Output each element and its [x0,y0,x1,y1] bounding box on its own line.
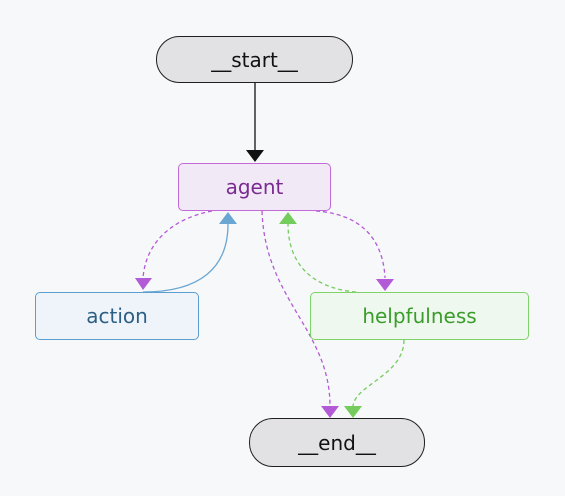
node-action-label: action [86,304,148,328]
edge-agent-action [142,210,213,279]
arrowhead-action-agent [219,212,237,224]
arrowhead-start-agent [246,150,264,162]
arrowhead-agent-action [135,278,152,290]
arrowhead-agent-helpfulness [376,279,394,291]
node-agent[interactable]: agent [178,163,331,211]
arrowhead-agent-end [321,406,339,418]
edge-agent-helpfulness [315,210,386,279]
node-start-label: __start__ [211,47,298,72]
edge-helpfulness-end [352,339,405,407]
edge-helpfulness-agent [287,223,357,293]
arrowhead-helpfulness-end [344,406,362,418]
node-agent-label: agent [225,175,284,199]
edge-agent-end [261,210,331,407]
node-end[interactable]: __end__ [249,418,425,467]
node-helpfulness-label: helpfulness [362,304,477,328]
node-end-label: __end__ [298,430,376,455]
node-helpfulness[interactable]: helpfulness [310,292,529,340]
edge-action-agent [142,223,229,293]
node-action[interactable]: action [35,292,199,340]
arrowhead-helpfulness-agent [279,212,297,224]
node-start[interactable]: __start__ [156,36,353,83]
